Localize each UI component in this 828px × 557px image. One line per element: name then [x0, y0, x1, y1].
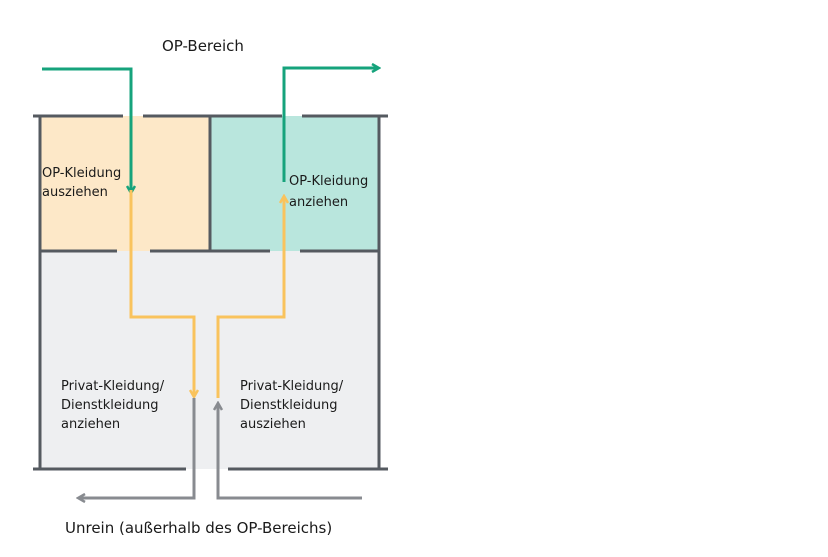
room-lower-fill [40, 251, 379, 469]
label-unclean-area: Unrein (außerhalb des OP-Bereichs) [65, 519, 333, 537]
label-room-undress-private-1: Privat-Kleidung/ [240, 379, 344, 394]
label-room-undress-private-3: ausziehen [240, 417, 306, 432]
label-room-undress-op-2: ausziehen [42, 185, 108, 200]
room-undress-op-fill [40, 116, 210, 251]
path-clean-exit [282, 68, 378, 182]
label-room-dress-op-1: OP-Kleidung [289, 174, 369, 189]
room-dress-op-fill [210, 116, 379, 251]
path-unclean-exit [79, 398, 196, 498]
path-unclean-enter [218, 404, 362, 500]
label-room-dress-private-1: Privat-Kleidung/ [61, 379, 165, 394]
label-room-dress-op-2: anziehen [289, 195, 349, 210]
path-clean-enter [42, 67, 131, 192]
label-room-dress-private-3: anziehen [61, 417, 121, 432]
label-clean-area: OP-Bereich [162, 37, 244, 55]
label-room-undress-private-2: Dienstkleidung [240, 398, 338, 413]
walls [33, 114, 388, 471]
label-room-undress-op-1: OP-Kleidung [42, 166, 122, 181]
path-transfer-up [216, 197, 284, 398]
path-transfer-down [129, 190, 194, 396]
label-room-dress-private-2: Dienstkleidung [61, 398, 159, 413]
